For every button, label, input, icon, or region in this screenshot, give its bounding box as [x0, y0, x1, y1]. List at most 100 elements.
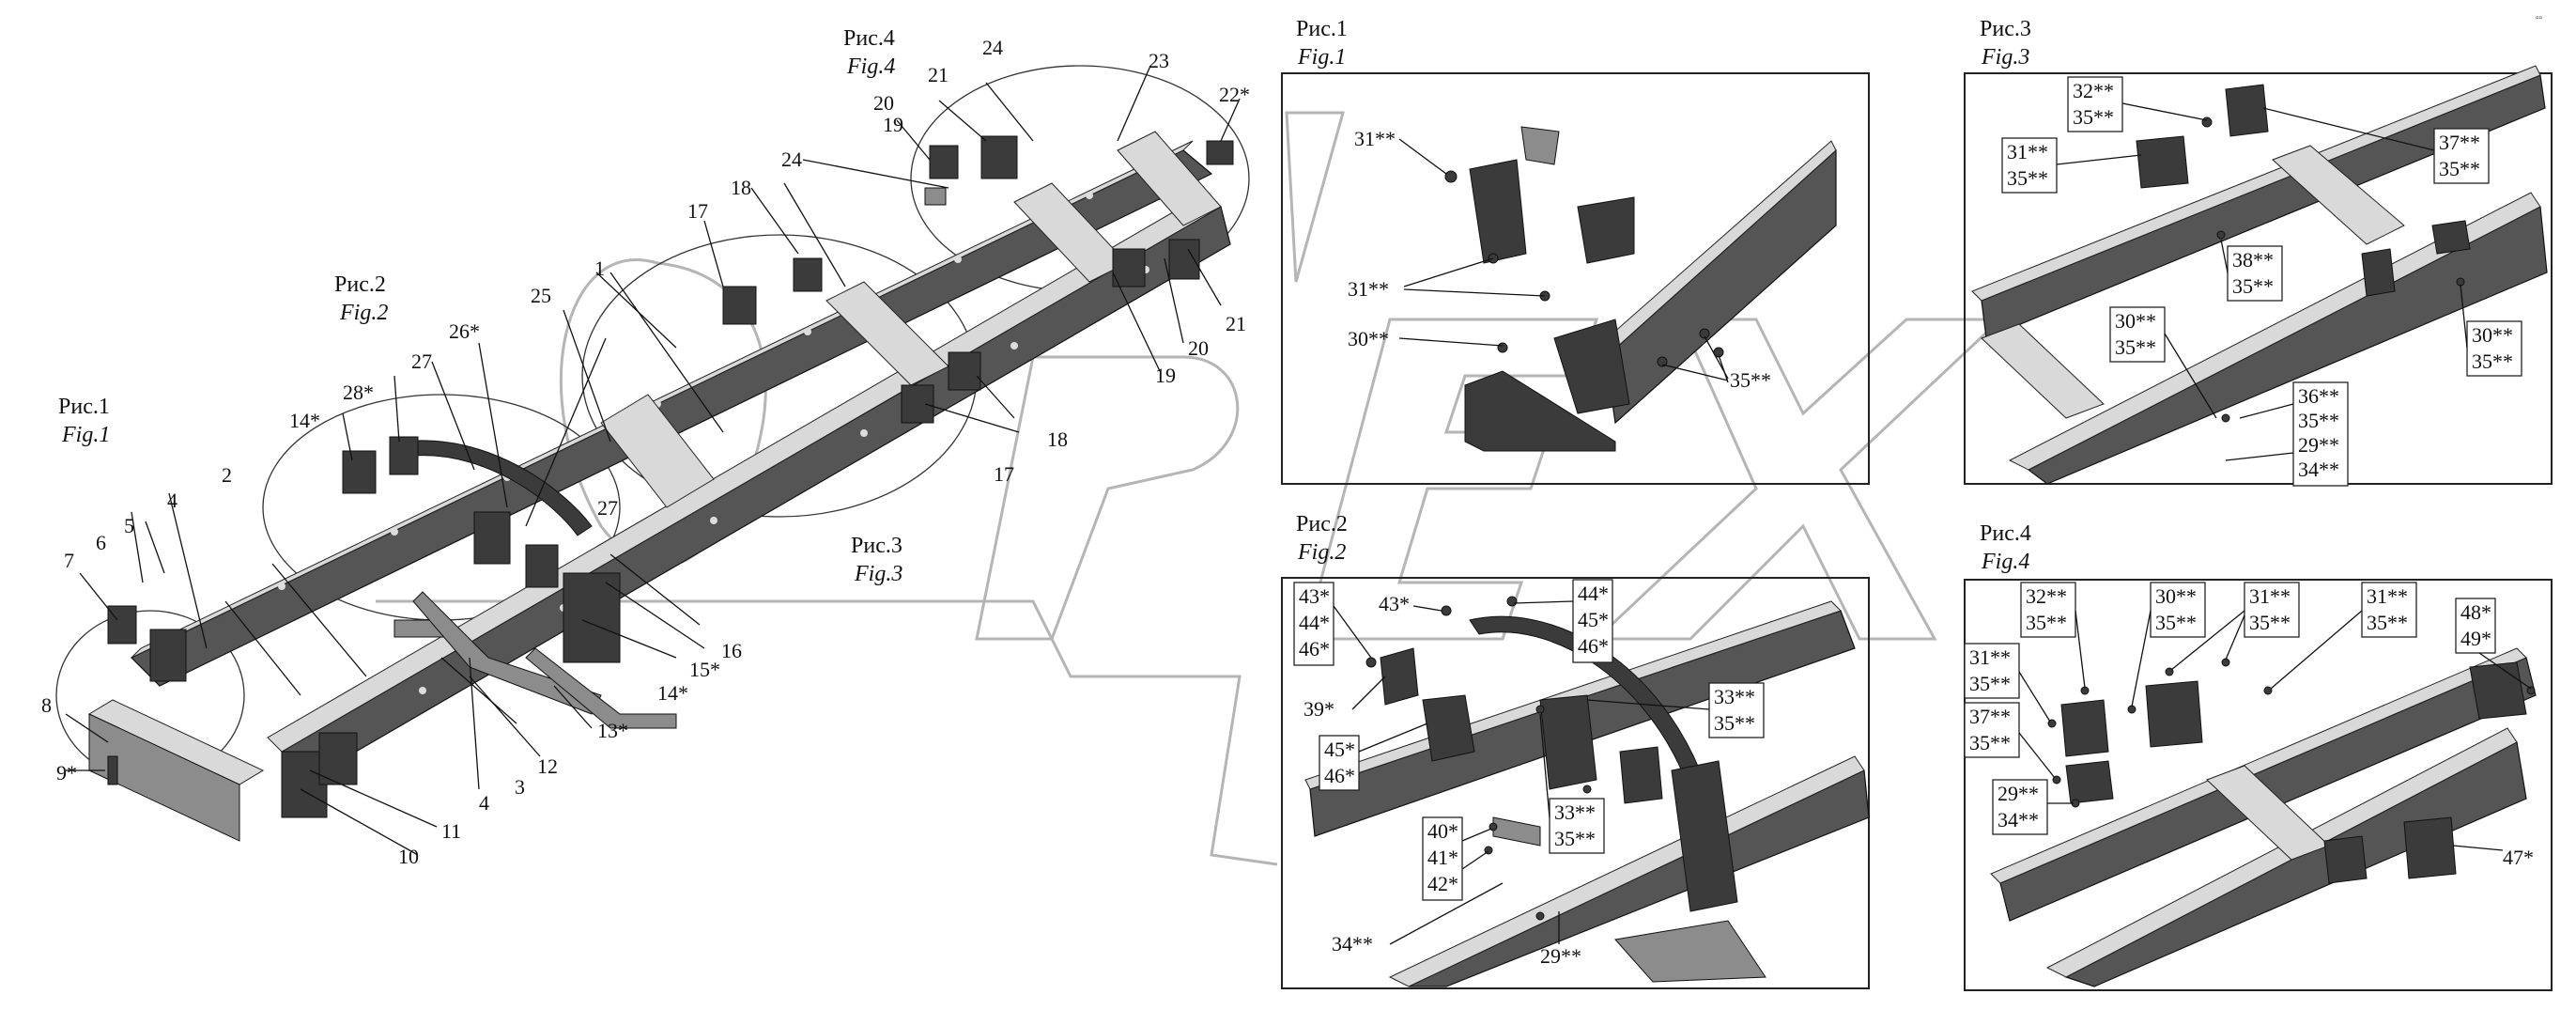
detail-fig4-box-b	[2150, 582, 2206, 638]
callout-3: 3	[515, 775, 525, 799]
callout-26: 26*	[449, 319, 480, 343]
detail-fig4-frame	[1964, 579, 2553, 991]
callout-18b: 18	[1047, 427, 1068, 451]
detail-fig2-box-f-1: 41*	[1427, 846, 1458, 869]
callout-5: 5	[124, 514, 134, 537]
callout-18a: 18	[731, 176, 751, 199]
detail-fig3-box-b-1: 35**	[2007, 166, 2048, 190]
detail-fig4-box-c	[2244, 582, 2300, 638]
detail-fig4-box-e	[2455, 598, 2496, 654]
detail-fig2-box-a	[1293, 582, 1334, 666]
detail-fig2-box-a-0: 43*	[1299, 584, 1330, 608]
zone-fig3-ru: Рис.3	[851, 534, 902, 558]
detail-fig4-box-f-1: 35**	[1969, 672, 2011, 695]
detail-fig3-box-g-3: 34**	[2298, 458, 2339, 481]
detail-fig2-box-c	[1319, 735, 1360, 791]
detail-fig2-box-a-1: 44*	[1299, 611, 1330, 634]
detail-fig4-box-c-1: 35**	[2249, 611, 2291, 634]
detail-fig3-box-c-0: 37**	[2439, 131, 2480, 154]
detail-fig3-frame	[1964, 72, 2553, 485]
detail-fig4-box-d-1: 35**	[2367, 611, 2408, 634]
detail-fig2-box-d-1: 35**	[1714, 711, 1755, 735]
detail-fig2-box-f-0: 40*	[1427, 819, 1458, 843]
callout-4a: 4	[167, 489, 177, 512]
detail-fig3-box-g-2: 29**	[2298, 433, 2339, 457]
detail-fig2-box-e-1: 35**	[1554, 827, 1596, 850]
detail-fig3-box-g	[2292, 381, 2349, 487]
detail-fig4-box-h	[1992, 779, 2048, 835]
main-callouts: 1 2 3 4 4 5 6 7 8 9* 10 11 12 13* 14* 14…	[41, 36, 1250, 868]
detail-fig2-box-b-2: 46*	[1578, 634, 1609, 658]
callout-28: 28*	[343, 381, 374, 404]
detail-fig3-box-c-1: 35**	[2439, 157, 2480, 180]
detail-fig3: Рис.3 Fig.3 32** 35** 31** 35** 37** 35*…	[1964, 17, 2553, 487]
callout-24a: 24	[982, 36, 1003, 59]
detail-fig3-box-f-0: 30**	[2472, 323, 2513, 347]
detail-fig2-label-29: 29**	[1540, 944, 1581, 968]
detail-fig4-box-e-1: 49*	[2460, 627, 2491, 650]
detail-fig3-box-f-1: 35**	[2472, 350, 2513, 373]
detail-fig2-box-b	[1572, 579, 1613, 663]
zone-fig4-ru: Рис.4	[843, 26, 895, 51]
detail-fig2-box-d-0: 33**	[1714, 685, 1755, 708]
callout-20a: 20	[873, 91, 894, 115]
brackets	[107, 135, 1234, 818]
detail-fig4-box-c-0: 31**	[2249, 584, 2291, 608]
callout-25: 25	[531, 284, 551, 307]
zone-fig4-en: Fig.4	[846, 54, 895, 79]
callout-17a: 17	[687, 199, 708, 223]
detail-fig3-box-d-1: 35**	[2232, 274, 2274, 298]
detail-fig3-box-e-0: 30**	[2115, 309, 2156, 333]
detail-fig2-box-d	[1708, 682, 1765, 738]
callout-24b: 24	[781, 148, 802, 171]
callout-7: 7	[64, 549, 74, 572]
zone-fig1-en: Fig.1	[61, 423, 110, 447]
detail-fig3-box-d	[2227, 245, 2283, 302]
callout-17b: 17	[994, 462, 1014, 486]
callout-21b: 21	[1226, 312, 1246, 335]
detail-fig4-title-ru: Рис.4	[1980, 521, 2031, 546]
corner-mark: ▫▫	[2536, 13, 2542, 23]
detail-fig2-box-a-2: 46*	[1299, 637, 1330, 660]
detail-fig4-box-e-0: 48*	[2460, 600, 2491, 624]
detail-fig4-box-b-0: 30**	[2155, 584, 2197, 608]
detail-fig3-box-b	[2001, 137, 2058, 194]
cross-members	[403, 131, 1222, 536]
detail-fig2-title-ru: Рис.2	[1296, 512, 1348, 536]
callout-16: 16	[721, 639, 742, 662]
callout-12: 12	[537, 754, 558, 778]
callout-8: 8	[41, 693, 52, 717]
detail-fig2: Рис.2 Fig.2 43* 44* 46* 43* 44* 45* 46* …	[1281, 512, 1870, 989]
callout-19a: 19	[883, 113, 903, 136]
detail-fig3-box-g-0: 36**	[2298, 384, 2339, 408]
detail-fig3-title-en: Fig.3	[1981, 45, 2029, 70]
detail-fig4-box-b-1: 35**	[2155, 611, 2197, 634]
callout-20b: 20	[1188, 336, 1209, 360]
detail-fig2-label-34: 34**	[1332, 932, 1373, 956]
callout-22: 22*	[1219, 83, 1250, 106]
detail-fig1-label-31b: 31**	[1348, 277, 1389, 301]
detail-fig3-box-e-1: 35**	[2115, 335, 2156, 359]
detail-fig2-box-e-0: 33**	[1554, 800, 1596, 824]
detail-fig2-box-f-2: 42*	[1427, 872, 1458, 895]
detail-fig2-box-c-0: 45*	[1324, 738, 1355, 761]
detail-fig4-box-g	[1964, 702, 2020, 758]
callout-11: 11	[441, 819, 461, 843]
detail-fig1-label-30: 30**	[1348, 327, 1389, 350]
detail-fig4-box-g-1: 35**	[1969, 731, 2011, 754]
detail-fig2-label-39: 39*	[1303, 697, 1334, 721]
callout-6: 6	[96, 531, 106, 554]
zone-fig2-en: Fig.2	[339, 301, 388, 325]
detail-fig4-box-g-0: 37**	[1969, 705, 2011, 728]
detail-fig1-title-ru: Рис.1	[1296, 17, 1348, 41]
main-frame-assembly: 1 2 3 4 4 5 6 7 8 9* 10 11 12 13* 14* 14…	[41, 26, 1250, 868]
detail-fig4-box-a	[2020, 582, 2076, 638]
detail-fig4-box-f-0: 31**	[1969, 645, 2011, 669]
detail-fig3-box-f	[2466, 320, 2522, 377]
detail-fig4: Рис.4 Fig.4 32** 35** 30** 35** 31** 35*…	[1964, 521, 2553, 991]
detail-fig2-label-43: 43*	[1379, 592, 1410, 615]
zone-fig3-en: Fig.3	[854, 562, 902, 586]
callout-13: 13*	[597, 719, 628, 742]
detail-fig2-box-b-1: 45*	[1578, 608, 1609, 631]
